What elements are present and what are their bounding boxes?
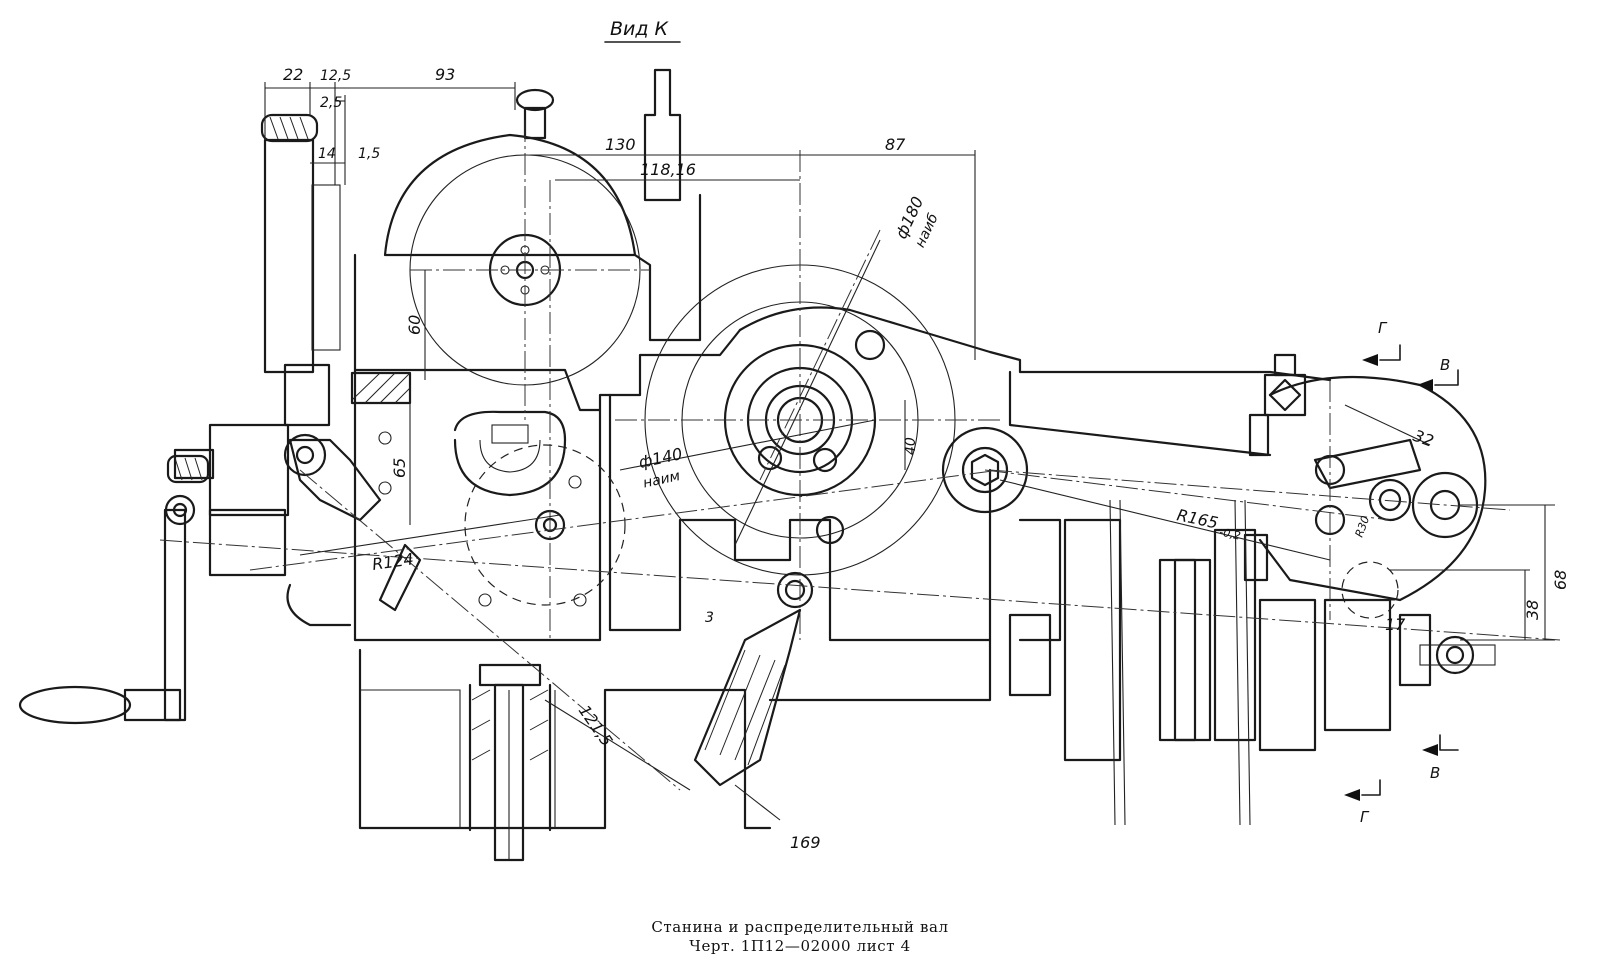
dim-40: 40 [903, 437, 919, 455]
section-marker-g-bottom: Г [1344, 779, 1381, 826]
view-title: Вид К [604, 18, 681, 43]
knurled-knob-top [260, 113, 319, 143]
mark-3: 3 [705, 610, 714, 626]
dimension-labels: 22 12,5 2,5 93 14 1,5 130 118,16 87 ф180… [283, 65, 1570, 852]
dim-r124: R124 [371, 549, 415, 574]
anchor-bolt [468, 663, 552, 862]
dim-32: 32 [1411, 426, 1437, 451]
section-label-g-bottom: Г [1360, 808, 1370, 826]
dim-140-note: наим [642, 468, 682, 492]
view-title-text: Вид К [610, 18, 670, 40]
cam-discs [1008, 499, 1496, 826]
drawing-caption: Станина и распределительный вал Черт. 1П… [0, 918, 1600, 956]
dimension-lines [264, 82, 1555, 821]
knurled-knob-left [166, 454, 210, 484]
dim-14: 14 [318, 146, 336, 162]
dim-1-5: 1,5 [358, 146, 380, 162]
dim-r165-tol: -0,2 [1218, 525, 1242, 542]
dim-38: 38 [1523, 600, 1542, 620]
dim-169: 169 [790, 833, 821, 852]
dim-17: 17 [1385, 615, 1406, 634]
crank-handle [18, 448, 215, 725]
dim-65: 65 [390, 458, 409, 478]
section-label-g-top: Г [1378, 319, 1388, 337]
section-label-v-bottom: В [1430, 764, 1440, 782]
dim-93: 93 [435, 65, 455, 84]
section-marker-v-bottom: В [1422, 734, 1459, 782]
dim-130: 130 [605, 135, 636, 154]
dim-60: 60 [405, 315, 424, 335]
tool-holder [693, 608, 802, 787]
lower-left-gear [378, 431, 626, 607]
dim-r165: R165 [1175, 505, 1220, 532]
dim-2-5: 2,5 [320, 95, 342, 111]
caption-line-2: Черт. 1П12—02000 лист 4 [689, 937, 911, 955]
top-knob [515, 68, 682, 202]
dim-68: 68 [1551, 570, 1570, 590]
machine-bed [208, 133, 1332, 830]
dim-r30: R30 [1353, 514, 1373, 539]
dim-121-5: 121,5 [575, 701, 617, 749]
dim-12-5: 12,5 [320, 68, 351, 84]
section-marker-g-top: Г [1362, 319, 1401, 366]
hatched-section-left [350, 371, 412, 405]
centre-lines [159, 120, 1561, 791]
bearing-bore [453, 410, 567, 497]
caption-line-1: Станина и распределительный вал [651, 918, 949, 936]
lever-link-left [283, 433, 422, 627]
section-label-v-top: В [1440, 356, 1450, 374]
dim-22: 22 [283, 65, 303, 84]
dim-118-16: 118,16 [640, 160, 696, 179]
section-marker-v-top: В [1417, 356, 1459, 391]
dim-87: 87 [885, 135, 906, 154]
